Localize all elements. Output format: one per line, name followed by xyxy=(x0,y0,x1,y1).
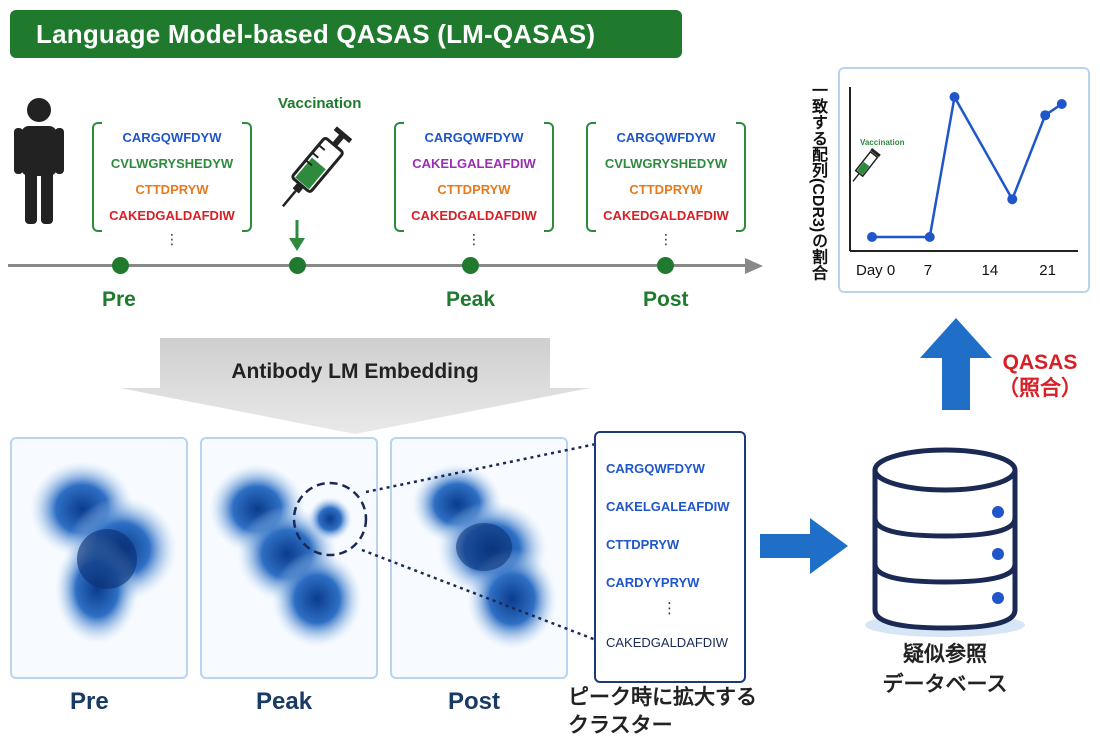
sequence: CARGQWFDYW xyxy=(424,130,524,145)
timepoint-vaccination-dot xyxy=(289,257,306,274)
cluster-sequence: CARGQWFDYW xyxy=(606,461,705,476)
timepoint-pre-dot xyxy=(112,257,129,274)
ellipsis: ⋮ xyxy=(165,231,179,247)
chart-data-point xyxy=(949,92,960,102)
chart-x-tick-label: Day 0 xyxy=(856,262,895,279)
arrow-right-icon xyxy=(760,518,848,574)
embedding-panel-pre xyxy=(10,437,188,679)
arrow-up-icon xyxy=(920,318,992,410)
chart-data-point xyxy=(1056,99,1067,109)
sequence: CARGQWFDYW xyxy=(122,130,222,145)
chart-series-line xyxy=(872,93,1063,239)
cluster-sequence: CARDYYPRYW xyxy=(606,575,700,590)
chart-data-point xyxy=(1040,110,1051,121)
cluster-caption-line: クラスター xyxy=(568,714,673,737)
embedding-funnel-arrow xyxy=(120,338,590,434)
cluster-caption-line: ピーク時に拡大する xyxy=(568,686,757,709)
cluster-sequence: CTTDPRYW xyxy=(606,537,680,552)
matching-ratio-chart: Vaccination Day 0 7 14 21 xyxy=(849,87,1078,279)
ellipsis: ⋮ xyxy=(659,231,673,247)
chart-x-tick-label: 21 xyxy=(1039,262,1056,279)
timepoint-peak-label: Peak xyxy=(446,288,496,311)
panel-label-post: Post xyxy=(448,688,501,715)
vaccination-label: Vaccination xyxy=(278,95,362,112)
database-caption-line: データベース xyxy=(882,673,1008,696)
cluster-caption: ピーク時に拡大する クラスター xyxy=(568,684,757,740)
sequence: CARGQWFDYW xyxy=(616,130,716,145)
chart-data-point xyxy=(924,232,935,242)
database-caption: 疑似参照 データベース xyxy=(850,640,1040,700)
timepoint-peak-dot xyxy=(462,257,479,274)
chart-x-tick-label: 14 xyxy=(982,262,999,279)
cluster-sequence: CAKEDGALDAFDIW xyxy=(606,635,729,650)
person-icon xyxy=(14,98,64,224)
zoom-connector-lines xyxy=(361,442,597,642)
timepoint-post-dot xyxy=(657,257,674,274)
page-title: Language Model-based QASAS (LM-QASAS) xyxy=(10,10,682,58)
chart-x-tick-label: 7 xyxy=(924,262,932,279)
pre-sequence-group: CARGQWFDYW CVLWGRYSHEDYW CTTDPRYW CAKEDG… xyxy=(92,122,252,246)
chart-data-point xyxy=(1007,194,1018,205)
qasas-label: QASAS （照合） xyxy=(985,350,1095,402)
ellipsis: ⋮ xyxy=(467,231,481,247)
sequence: CVLWGRYSHEDYW xyxy=(604,156,728,171)
post-sequence-group: CARGQWFDYW CVLWGRYSHEDYW CTTDPRYW CAKEDG… xyxy=(586,122,746,246)
chart-panel xyxy=(838,67,1090,293)
chart-syringe-icon xyxy=(852,148,881,182)
qasas-label-line: QASAS xyxy=(1002,351,1078,374)
chart-data-point xyxy=(867,232,877,242)
vaccination-arrow-icon xyxy=(289,220,305,251)
cluster-sequence: CAKELGALEAFDIW xyxy=(606,499,730,514)
cluster-sequence-list: CARGQWFDYW CAKELGALEAFDIW CTTDPRYW CARDY… xyxy=(594,431,746,683)
sequence: CVLWGRYSHEDYW xyxy=(110,156,234,171)
syringe-icon xyxy=(281,126,353,208)
database-caption-line: 疑似参照 xyxy=(903,643,987,666)
sequence: CAKEDGALDAFDIW xyxy=(109,208,235,223)
ellipsis: ⋮ xyxy=(662,600,677,617)
embedding-panel-peak xyxy=(200,437,378,679)
chart-y-axis-label: 一致する配列(CDR3)の割合 xyxy=(809,81,826,281)
sequence: CTTDPRYW xyxy=(437,182,511,197)
chart-annotation: Vaccination xyxy=(860,138,905,147)
sequence: CAKEDGALDAFDIW xyxy=(411,208,537,223)
database-icon xyxy=(865,447,1025,637)
sequence: CAKEDGALDAFDIW xyxy=(603,208,729,223)
panel-label-pre: Pre xyxy=(70,688,109,715)
embedding-label: Antibody LM Embedding xyxy=(231,360,479,383)
sequence: CAKELGALEAFDIW xyxy=(412,156,536,171)
peak-sequence-group: CARGQWFDYW CAKELGALEAFDIW CTTDPRYW CAKED… xyxy=(394,122,554,246)
sequence: CTTDPRYW xyxy=(629,182,703,197)
timeline-arrow-icon xyxy=(745,258,763,274)
timeline-axis xyxy=(8,264,748,267)
sequence: CTTDPRYW xyxy=(135,182,209,197)
embedding-panel-post xyxy=(390,437,568,679)
qasas-label-line: （照合） xyxy=(998,377,1082,400)
timepoint-pre-label: Pre xyxy=(102,288,136,311)
timepoint-post-label: Post xyxy=(643,288,689,311)
panel-label-peak: Peak xyxy=(256,688,313,715)
